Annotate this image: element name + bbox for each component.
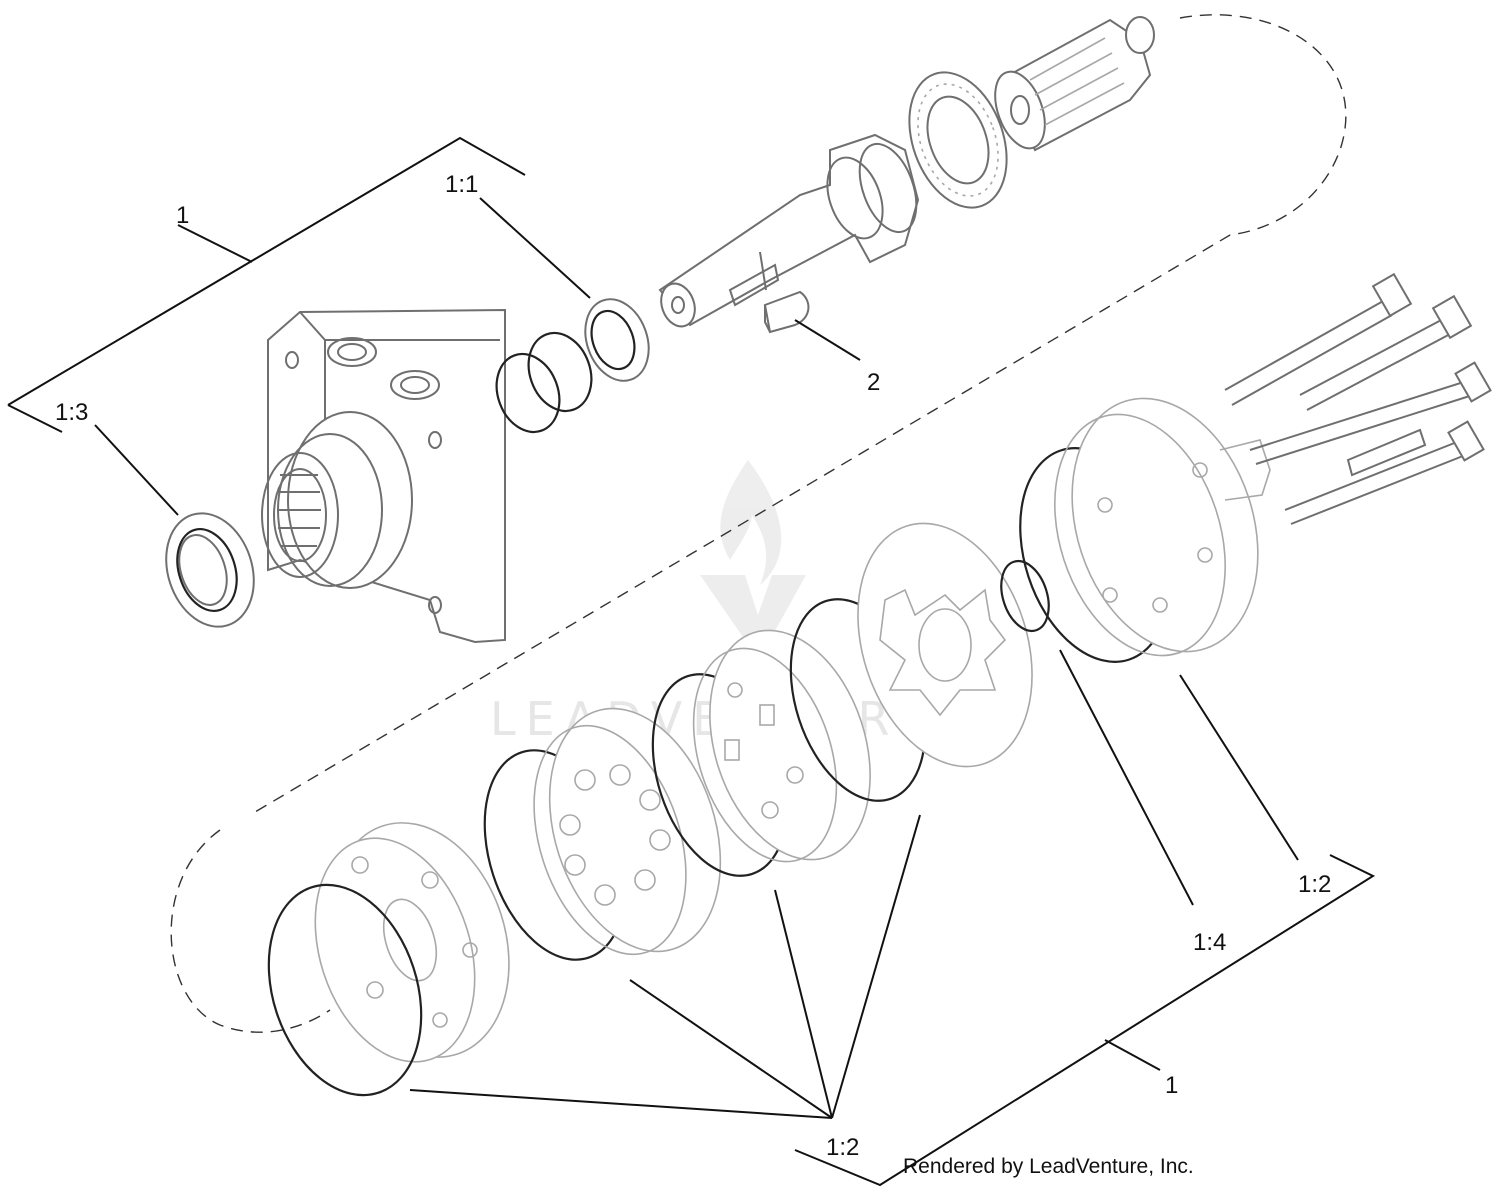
alignment-envelope	[170, 14, 1347, 1033]
cap-screws	[1224, 272, 1492, 525]
end-cap-right	[1054, 397, 1271, 657]
pump-housing	[261, 308, 506, 644]
label-assembly-top: 1	[176, 202, 189, 229]
drive-shaft	[658, 133, 920, 328]
o-rings-upper	[495, 331, 593, 434]
seal-1-3	[165, 512, 255, 628]
label-1-3: 1:3	[55, 399, 88, 426]
end-cap-left	[314, 822, 510, 1063]
label-assembly-bottom: 1	[1165, 1072, 1178, 1099]
label-1-4: 1:4	[1193, 929, 1226, 956]
o-ring-1	[267, 883, 423, 1097]
label-2: 2	[867, 369, 880, 396]
thrust-bearing	[908, 71, 1008, 209]
o-ring-1-4	[1000, 559, 1050, 633]
woodruff-key	[763, 290, 810, 334]
credit-text: Rendered by LeadVenture, Inc.	[903, 1155, 1194, 1178]
spline-coupling	[994, 16, 1155, 152]
gerotor-set	[857, 522, 1033, 768]
label-1-1: 1:1	[445, 171, 478, 198]
label-1-2-bottom: 1:2	[826, 1134, 859, 1161]
balance-plate	[692, 629, 871, 863]
seal-1-1	[584, 298, 650, 382]
watermark-logo	[700, 460, 806, 640]
label-1-2-right: 1:2	[1298, 871, 1331, 898]
valve-plate	[533, 707, 722, 956]
leader-lines	[7, 136, 1376, 1187]
